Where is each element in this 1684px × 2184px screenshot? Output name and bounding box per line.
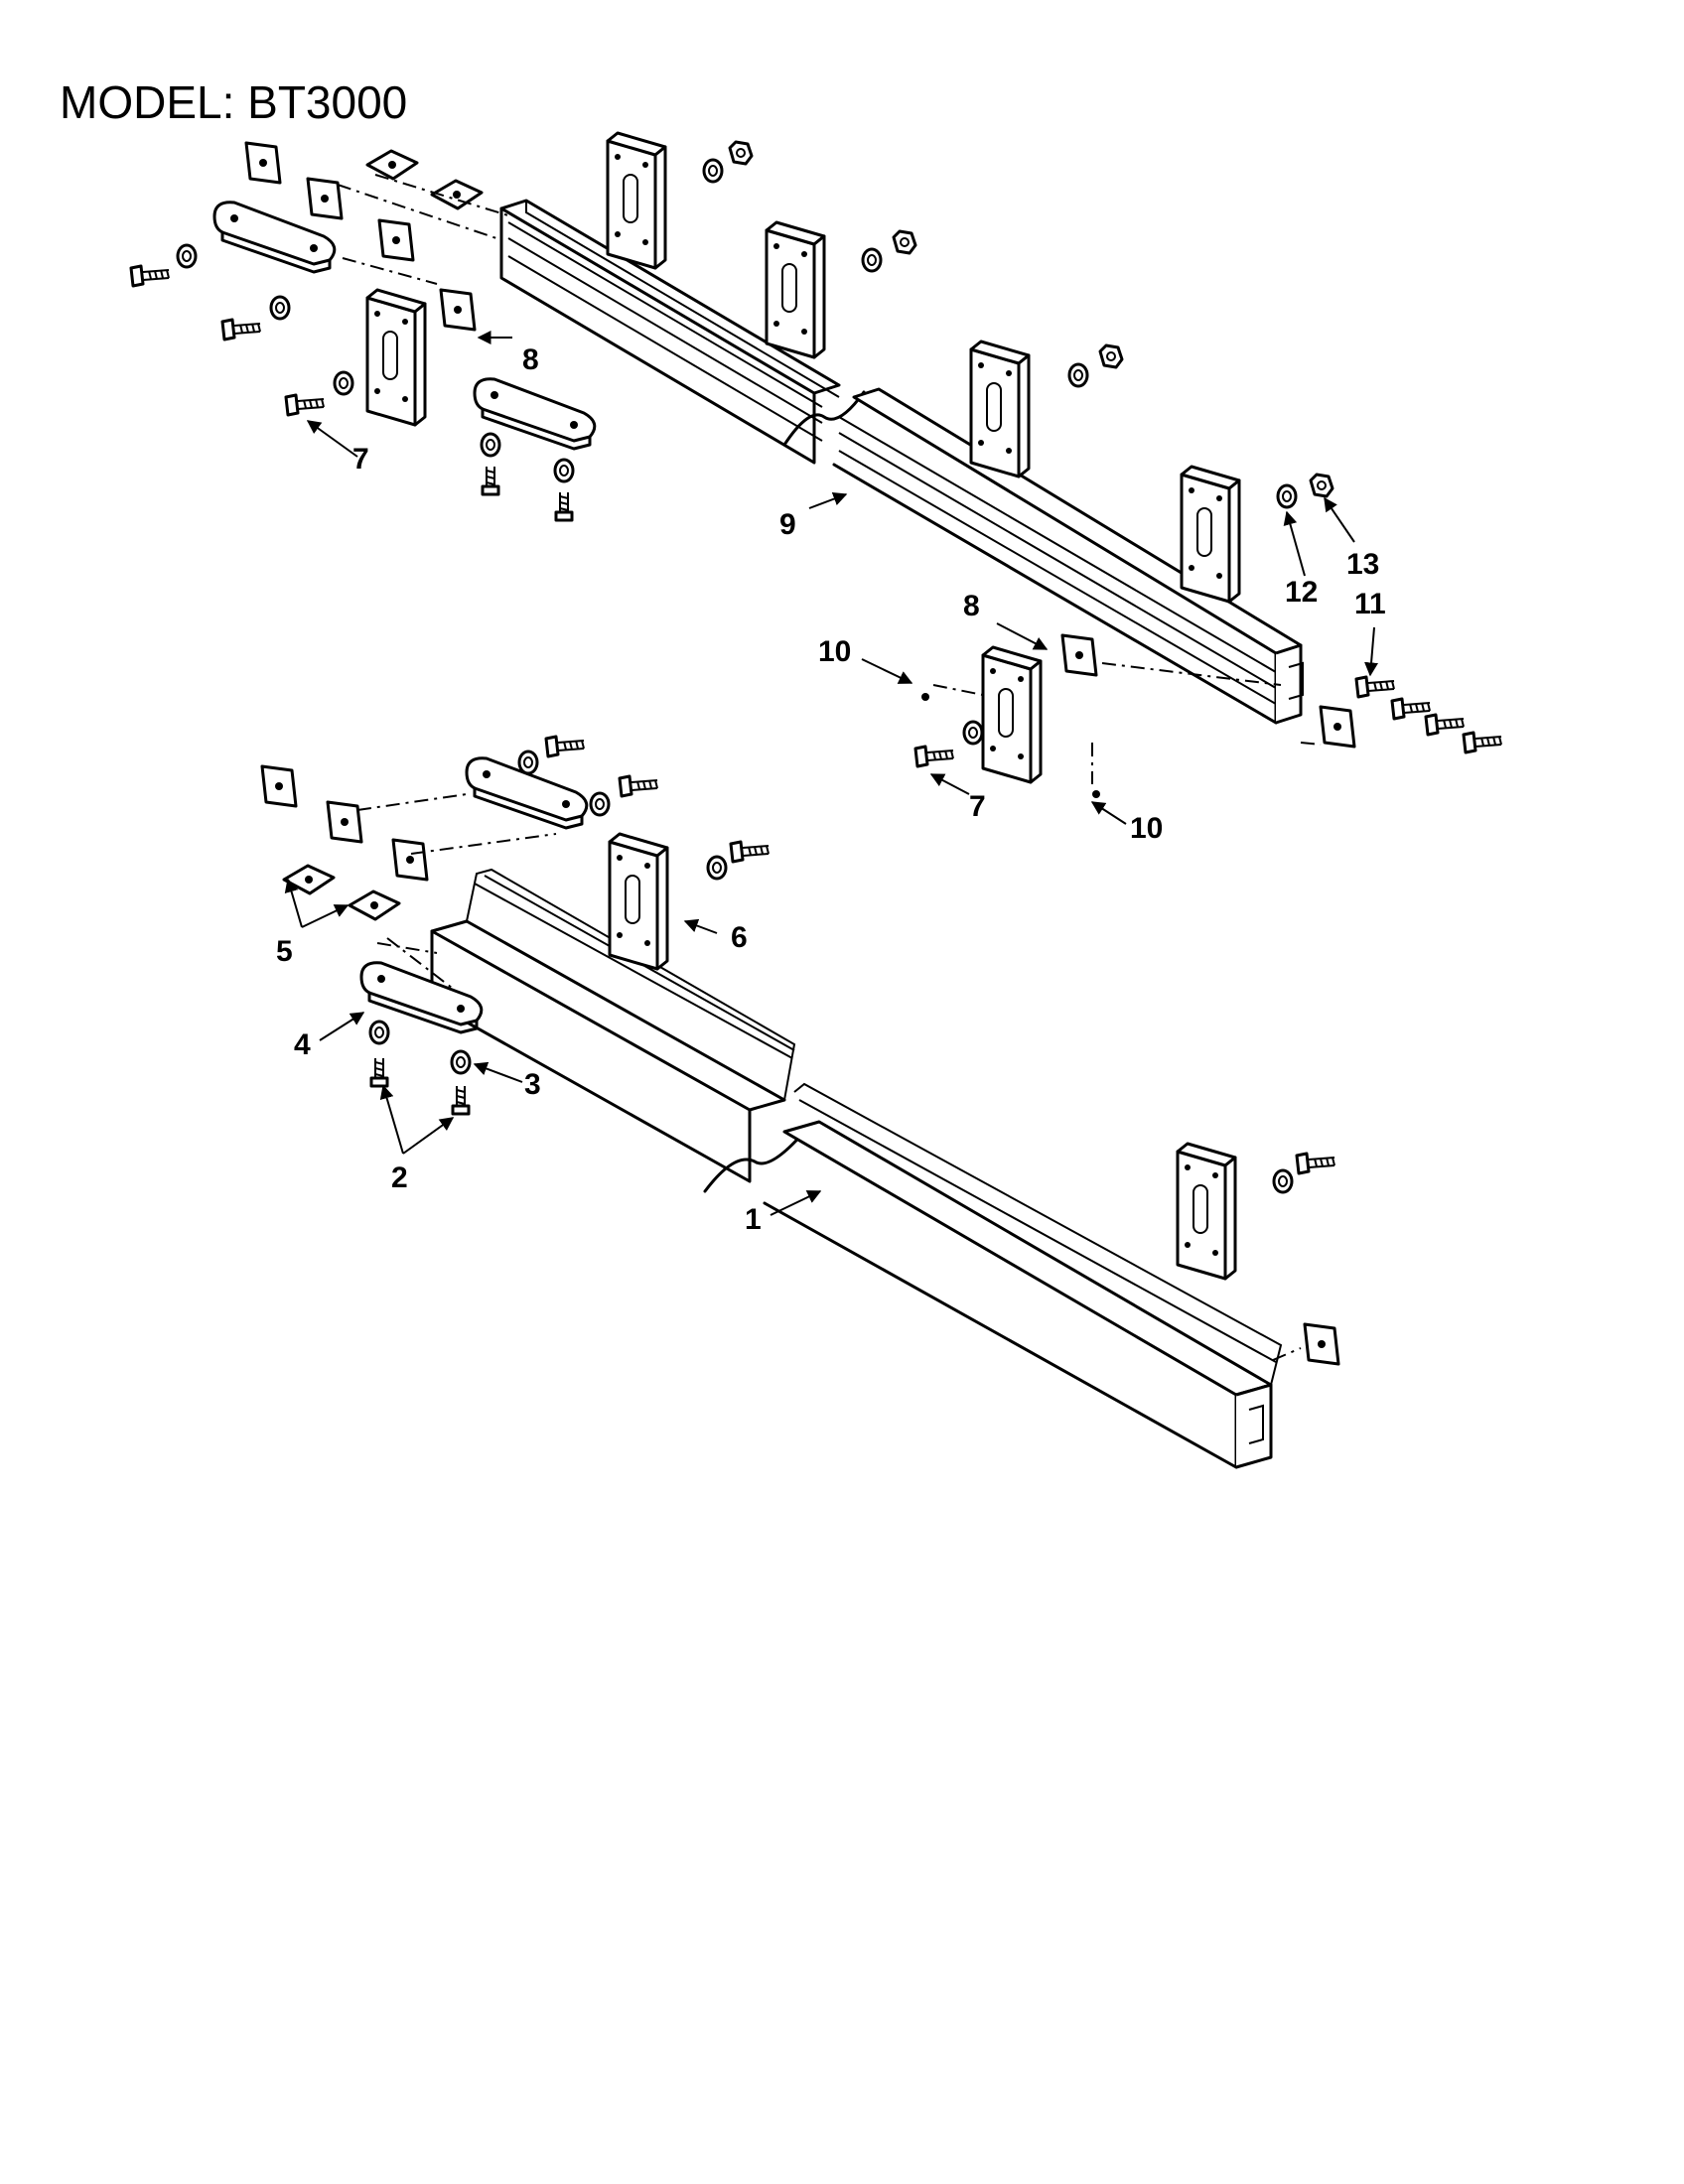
- lower-rail-assembly: [260, 735, 1340, 1469]
- callout-7a: 7: [352, 443, 369, 476]
- callout-12: 12: [1285, 576, 1318, 609]
- callout-10b: 10: [1130, 812, 1163, 845]
- callout-10a: 10: [818, 635, 851, 668]
- callout-labels: 8 7 9 12 13 11 8 10 10 7 6 5 4 3 2: [276, 331, 1386, 1236]
- callout-8b: 8: [963, 590, 980, 622]
- callout-11: 11: [1354, 588, 1386, 620]
- upper-rail-assembly: [129, 131, 1503, 798]
- callout-5: 5: [276, 935, 293, 968]
- callout-13: 13: [1346, 548, 1379, 581]
- model-title: MODEL: BT3000: [60, 76, 408, 128]
- callout-9: 9: [779, 508, 796, 541]
- callout-1: 1: [745, 1203, 762, 1236]
- callout-7b: 7: [969, 790, 986, 823]
- callout-4: 4: [294, 1028, 311, 1061]
- callout-2: 2: [391, 1161, 408, 1194]
- callout-3: 3: [524, 1068, 541, 1101]
- callout-8a: 8: [522, 343, 539, 376]
- rail-1: [430, 868, 1283, 1469]
- callout-6: 6: [731, 921, 748, 954]
- rail-9: [499, 199, 1304, 725]
